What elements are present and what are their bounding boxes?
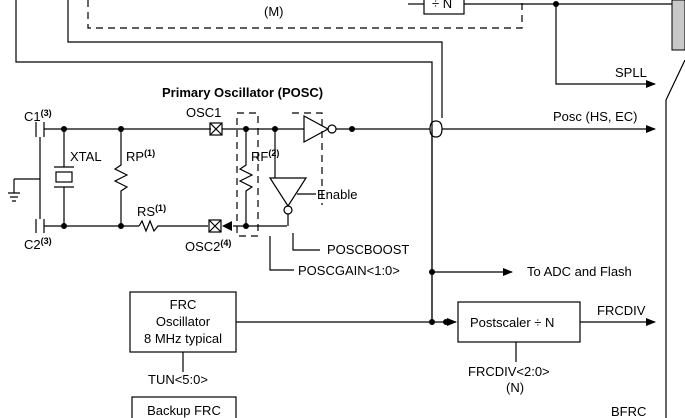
tun-label: TUN<5:0> [148, 372, 208, 387]
driver-dashed-boundary [292, 112, 323, 205]
c2-label: C2(3) [24, 236, 52, 252]
poscboost-label: POSCBOOST [327, 242, 409, 257]
poscboost-wire [292, 233, 320, 251]
frc-junction-b [443, 319, 449, 325]
poscgain-wire [269, 236, 294, 271]
osc1-label: OSC1 [186, 105, 221, 120]
spll-label: SPLL [615, 65, 647, 80]
enable-label: Enable [317, 187, 357, 202]
feedback-wire-inner [67, 0, 443, 118]
osc2-label: OSC2(4) [185, 238, 231, 254]
ground-icon [8, 178, 28, 202]
backup-frc-box [131, 396, 237, 418]
clock-mux-edge [665, 59, 685, 418]
adc-flash-label: To ADC and Flash [527, 264, 632, 279]
buffer-inverter-icon [303, 114, 330, 144]
rf-bottom-junction [243, 223, 249, 229]
crystal-network: C1(3) XTAL RP(1) C2(3) RS(1) [8, 108, 211, 252]
driver-inverter-icon [268, 177, 308, 208]
spll-wire [555, 4, 656, 88]
rf-label: RF(2) [251, 148, 279, 164]
primary-oscillator-title: Primary Oscillator (POSC) [162, 85, 323, 100]
frc-frequency: 8 MHz typical [144, 331, 222, 346]
rf-resistor [238, 129, 254, 226]
backup-frc-label: Backup FRC [147, 403, 221, 418]
posc-label: Posc (HS, EC) [553, 109, 638, 124]
frc-oscillator-block: FRC Oscillator 8 MHz typical TUN<5:0> [129, 291, 457, 387]
postscaler-block: Postscaler ÷ N FRCDIV FRCDIV<2:0> (N) [457, 301, 656, 395]
osc2-pin-box [208, 219, 222, 233]
ground-wire [28, 137, 41, 219]
c1-label: C1(3) [24, 108, 52, 124]
frcdiv-select-label: FRCDIV<2:0> [468, 364, 550, 379]
frc-junction-a [429, 319, 435, 325]
osc1-pin: OSC1 [186, 105, 223, 136]
frcdiv-label: FRCDIV [597, 303, 646, 318]
osc2-pin: OSC2(4) [185, 219, 231, 254]
frc-title: FRC [170, 297, 197, 312]
osc2-junction-rp [118, 223, 124, 229]
osc2-pin-cross [208, 219, 222, 233]
backup-frc-block: Backup FRC [131, 396, 237, 418]
postscaler-label: Postscaler ÷ N [470, 315, 554, 330]
pll-divide-label: ÷ N [432, 0, 452, 11]
pll-dashed-boundary [87, 0, 523, 29]
bfrc-label: BFRC [611, 404, 646, 418]
rs-label: RS(1) [137, 203, 166, 219]
pll-divider-label: (M) [264, 4, 284, 19]
oscillator-core: RF(2) Enable Posc (HS, EC) POSCBOOST POS… [222, 109, 656, 278]
xtal-body [55, 171, 73, 183]
poscgain-label: POSCGAIN<1:0> [298, 263, 400, 278]
xtal-label: XTAL [70, 149, 102, 164]
rp-label: RP(1) [126, 148, 155, 164]
frcdiv-select-n: (N) [506, 380, 524, 395]
osc1-pin-cross [209, 122, 223, 136]
posc-out-junction [349, 126, 355, 132]
pll-edge-block [671, 0, 685, 51]
rf-dashed-boundary [236, 112, 259, 237]
osc2-junction-xtal [61, 223, 67, 229]
osc2-arrow-icon [222, 221, 232, 231]
rp-resistor [113, 129, 129, 226]
driver-bubble [283, 205, 293, 215]
rs-resistor [138, 219, 208, 233]
frc-subtitle: Oscillator [156, 314, 211, 329]
